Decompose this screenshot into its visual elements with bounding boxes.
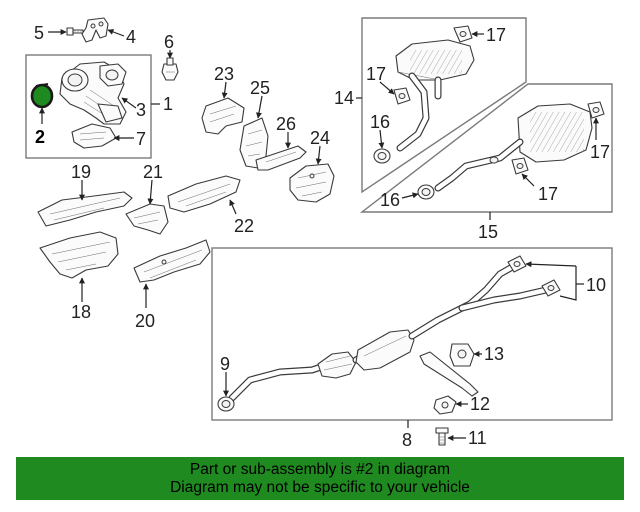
callout-5: 5 [34,23,44,43]
gasket-part-2 [30,83,54,109]
callout-7: 7 [136,129,146,149]
heat-shield-part-22 [167,175,241,213]
heat-shield-part-23 [201,97,245,135]
callout-21: 21 [143,162,163,182]
heat-shield-part-26 [255,145,307,171]
hanger-part-17-a [453,25,473,43]
callout-10: 10 [586,275,606,295]
callout-15: 15 [478,222,498,242]
notice-line-1: Part or sub-assembly is #2 in diagram [189,461,451,478]
hanger-part-17-c [587,101,605,119]
callout-1: 1 [163,94,173,114]
group-box-15 [359,83,613,213]
clamp-part-9 [217,396,235,412]
notice-banner: Part or sub-assembly is #2 in diagram Di… [16,457,624,500]
heat-shield-part-24 [289,163,335,203]
callout-19: 19 [71,162,91,182]
callout-2: 2 [35,127,45,147]
group-box-14 [361,17,527,194]
nut-part-12 [433,395,457,415]
bracket-part-4 [81,17,109,43]
group-box-1 [25,54,152,159]
callout-24: 24 [310,128,330,148]
clamp-part-16-a [373,148,391,164]
heat-shield-part-7 [71,123,117,149]
callout-25: 25 [250,78,270,98]
callout-17-b: 17 [366,64,386,84]
hanger-part-13 [449,343,475,367]
callout-23: 23 [214,64,234,84]
heat-shield-part-20 [133,239,211,283]
leader-lines [39,29,599,441]
callout-22: 22 [234,216,254,236]
callout-14: 14 [334,88,354,108]
hanger-part-10-b [541,279,561,297]
callout-17-c: 17 [590,142,610,162]
callout-18: 18 [71,302,91,322]
rear-muffler-part-14 [395,39,475,152]
callout-17-d: 17 [538,184,558,204]
callout-8: 8 [402,430,412,450]
bolt-part-5 [66,27,84,36]
hanger-part-17-d [511,157,529,175]
hanger-part-17-b [393,87,411,105]
manifold-converter-part-3 [59,61,127,125]
clamp-part-16-b [417,184,435,200]
callout-12: 12 [470,394,490,414]
notice-line-2: Diagram may not be specific to your vehi… [170,479,470,496]
heat-shield-part-19 [37,191,133,227]
callout-17-a: 17 [486,25,506,45]
callout-3: 3 [136,100,146,120]
group-box-8 [211,247,613,421]
stud-part-6 [161,57,179,81]
callout-13: 13 [484,344,504,364]
callout-26: 26 [276,114,296,134]
callout-16-a: 16 [370,112,390,132]
heat-shield-part-21 [125,203,169,235]
callout-4: 4 [126,27,136,47]
callout-9: 9 [220,354,230,374]
bolt-part-11 [435,427,449,446]
callout-6: 6 [164,32,174,52]
callout-11: 11 [468,428,487,448]
exhaust-pipe-part-8 [228,262,550,402]
callout-16-b: 16 [380,190,400,210]
callout-labels: 5 4 6 3 1 2 7 23 25 26 24 19 21 22 18 20… [34,23,610,450]
bracket-part-8-b [419,351,479,397]
heat-shield-part-18 [39,231,119,279]
rear-muffler-part-15 [434,103,593,192]
callout-20: 20 [135,311,155,331]
